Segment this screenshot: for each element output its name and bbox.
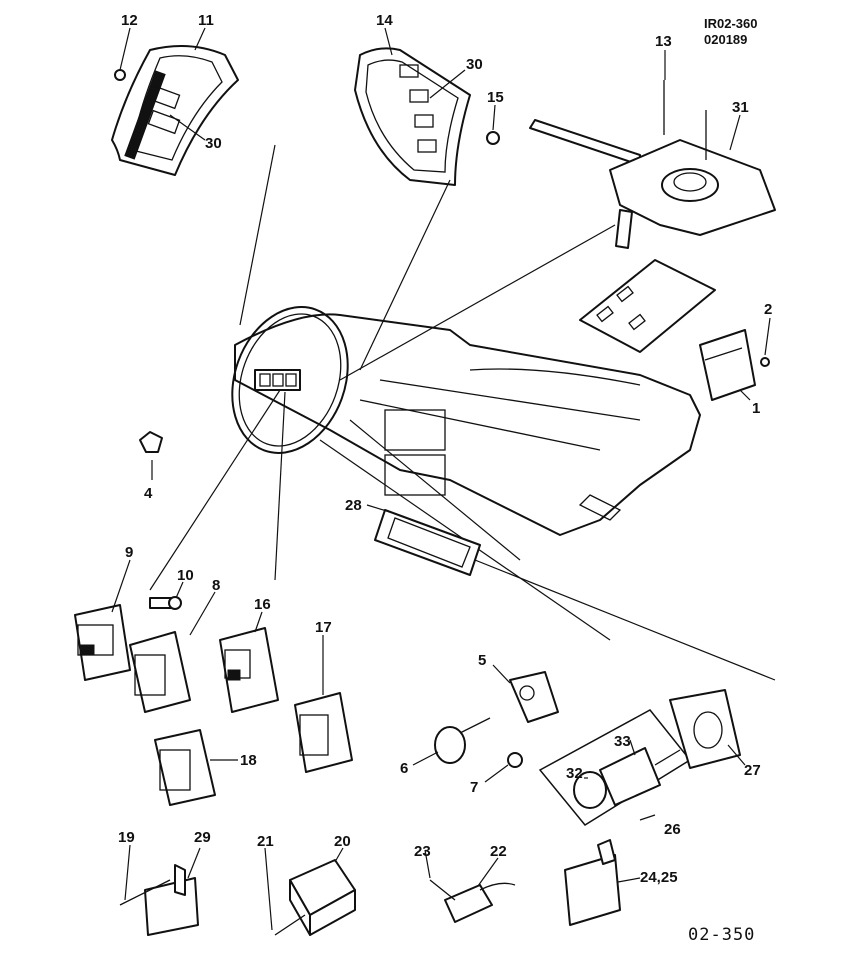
callout-20: 20: [334, 833, 351, 850]
callout-12: 12: [121, 12, 138, 29]
bulb-10: [149, 596, 182, 610]
callout-26: 26: [664, 821, 681, 838]
callout-30b: 30: [466, 56, 483, 73]
screw-2: [760, 357, 770, 367]
relay-20: [274, 859, 356, 936]
lighter-assembly-26: [538, 709, 692, 826]
callout-16: 16: [254, 596, 271, 613]
socket-5: [509, 671, 559, 723]
clip-4: [139, 431, 163, 453]
callout-5: 5: [478, 652, 486, 669]
switch-cluster-14: [354, 47, 500, 186]
callout-11: 11: [198, 12, 214, 29]
nut-12: [114, 69, 126, 81]
callout-21: 21: [257, 833, 274, 850]
bezel-27: [669, 689, 741, 769]
callout-33: 33: [614, 733, 631, 750]
diagram-code: 02-350: [688, 925, 755, 945]
nut-15: [486, 131, 500, 145]
callout-18: 18: [240, 752, 257, 769]
callout-27: 27: [744, 762, 761, 779]
callout-4: 4: [144, 485, 153, 502]
callouts: 12 11 30 14 30 15 13 31 2 1 4 28 9 10 8 …: [118, 12, 772, 886]
callout-14: 14: [376, 12, 393, 29]
switch-9: [74, 604, 131, 681]
callout-17: 17: [315, 619, 332, 636]
callout-7: 7: [470, 779, 478, 796]
callout-1: 1: [752, 400, 760, 417]
callout-24-25: 24,25: [640, 869, 678, 886]
switch-8: [129, 631, 191, 713]
relay-29: [119, 864, 199, 936]
switch-16: [219, 627, 279, 713]
combination-switch-31: [529, 80, 776, 249]
relay-24-25: [564, 839, 621, 926]
callout-9: 9: [125, 544, 133, 561]
callout-8: 8: [212, 577, 220, 594]
callout-19: 19: [118, 829, 135, 846]
switch-cluster-11: [111, 45, 239, 176]
module-bracket-1: [579, 259, 770, 401]
bulb-6: [434, 717, 491, 764]
callout-30a: 30: [205, 135, 222, 152]
steering-wheel: [231, 306, 349, 454]
callout-2: 2: [764, 301, 772, 318]
reference-code: IR02-360: [704, 16, 757, 31]
callout-22: 22: [490, 843, 507, 860]
callout-15: 15: [487, 89, 504, 106]
switch-18: [154, 729, 216, 806]
switch-17: [294, 692, 353, 773]
screw-7: [507, 752, 523, 768]
callout-32: 32: [566, 765, 583, 782]
callout-29: 29: [194, 829, 211, 846]
callout-23: 23: [414, 843, 431, 860]
pocket-28: [374, 509, 481, 576]
reference-date: 020189: [704, 32, 747, 47]
sensor-22: [429, 879, 516, 923]
callout-28: 28: [345, 497, 362, 514]
callout-31: 31: [732, 99, 749, 116]
callout-10: 10: [177, 567, 194, 584]
callout-13: 13: [655, 33, 672, 50]
callout-6: 6: [400, 760, 408, 777]
instrument-panel: [234, 313, 701, 536]
